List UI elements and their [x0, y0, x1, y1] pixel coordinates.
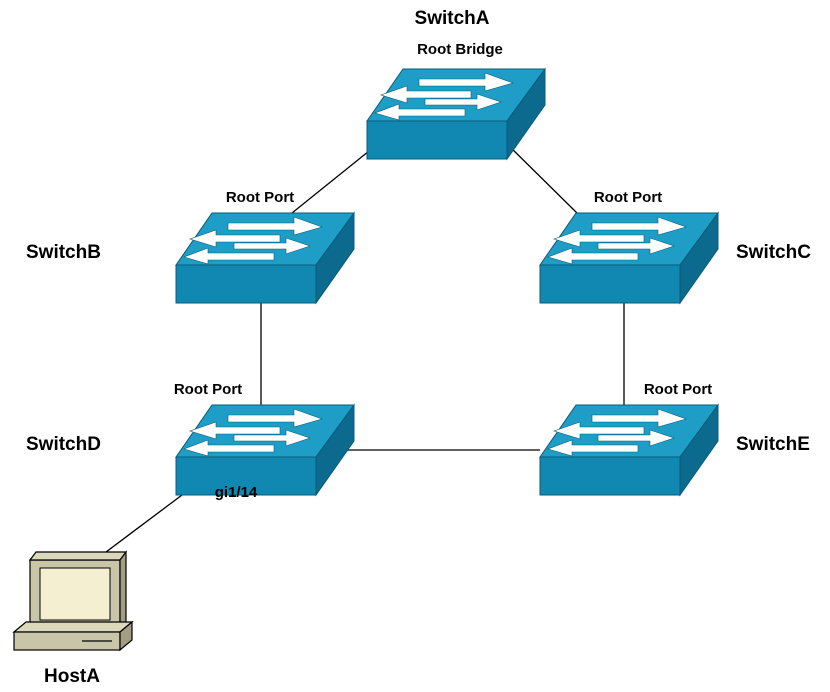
- switch-e-port-label: Root Port: [644, 381, 712, 398]
- switch-icon: [175, 212, 355, 304]
- switch-a-name: SwitchA: [415, 8, 490, 29]
- link-d-hosta: [97, 482, 199, 559]
- switch-c: [539, 212, 719, 304]
- switch-d: [175, 404, 355, 496]
- switch-icon: [539, 212, 719, 304]
- switch-a-sublabel: Root Bridge: [417, 41, 503, 58]
- link-a-c: [505, 142, 578, 214]
- switch-d-name: SwitchD: [26, 434, 101, 455]
- switch-e-name: SwitchE: [736, 434, 810, 455]
- switch-icon: [539, 404, 719, 496]
- switch-d-interface-label: gi1/14: [215, 484, 258, 501]
- link-a-b: [291, 146, 375, 214]
- switch-c-name: SwitchC: [736, 242, 811, 263]
- host-a: [12, 550, 134, 652]
- switch-b-name: SwitchB: [26, 242, 101, 263]
- links: [97, 142, 625, 559]
- switch-d-port-label: Root Port: [174, 381, 242, 398]
- switch-b: [175, 212, 355, 304]
- switch-icon: [366, 68, 546, 160]
- switch-icon: [175, 404, 355, 496]
- switch-e: [539, 404, 719, 496]
- host-a-name: HostA: [44, 666, 100, 687]
- computer-icon: [12, 550, 134, 652]
- switch-a: [366, 68, 546, 160]
- switch-c-port-label: Root Port: [594, 189, 662, 206]
- switch-b-port-label: Root Port: [226, 189, 294, 206]
